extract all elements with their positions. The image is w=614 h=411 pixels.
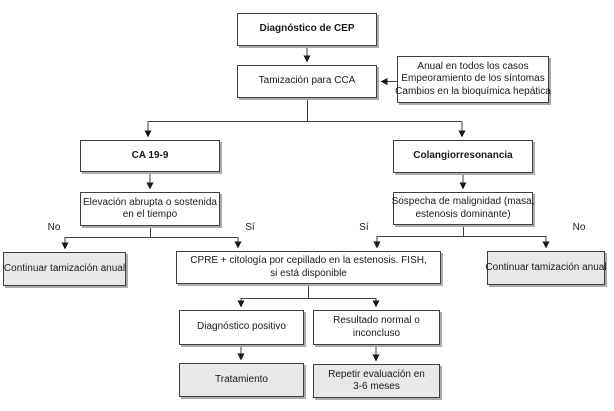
node-label-line: Sospecha de malignidad (masa, <box>391 196 535 207</box>
edge-label-no-left: No <box>47 222 61 233</box>
node-label-line: Repetir evaluación en <box>328 368 425 380</box>
node-anotacion-tamizacion: Anual en todos los casos Empeoramiento d… <box>395 56 551 103</box>
node-label-line: Colangiorresonancia <box>413 150 513 162</box>
node-label-line: Continuar tamización anual <box>485 261 607 273</box>
node-label-line: Anual en todos los casos <box>417 60 529 72</box>
node-continuar-tamizacion-der: Continuar tamización anual <box>485 251 607 285</box>
node-tamizacion-cca: Tamización para CCA <box>237 65 377 98</box>
node-label-line: Diagnóstico positivo <box>197 321 286 333</box>
node-label-line: estenosis dominante) <box>415 208 511 220</box>
edge-label-si-left: Sí <box>245 222 255 233</box>
node-sospecha-malignidad: Sospecha de malignidad (masa, estenosis … <box>391 192 535 225</box>
node-label-line: Empeoramiento de los síntomas <box>401 73 545 85</box>
node-label-line: CPRE + citología por cepillado en la est… <box>190 255 427 266</box>
node-label-line: Tamización para CCA <box>258 75 356 87</box>
node-tratamiento: Tratamiento <box>179 363 304 397</box>
node-label-line: inconcluso <box>352 327 401 339</box>
node-diagnostico-cep: Diagnóstico de CEP <box>237 13 377 46</box>
node-label-line: Cambios en la bioquímica hepática <box>395 85 551 97</box>
node-colangiorresonancia: Colangiorresonancia <box>393 140 533 173</box>
node-continuar-tamizacion-izq: Continuar tamización anual <box>3 252 126 286</box>
node-label-line: Continuar tamización anual <box>3 262 126 274</box>
node-ca-19-9: CA 19-9 <box>80 140 220 172</box>
node-repetir-evaluacion: Repetir evaluación en 3-6 meses <box>313 364 440 398</box>
node-label-line: 3-6 meses <box>353 381 400 392</box>
node-label-line: Elevación abrupta o sostenida <box>83 196 217 208</box>
node-label-line: en el tiempo <box>122 209 178 220</box>
node-label-line: si está disponible <box>270 267 347 279</box>
node-label-line: CA 19-9 <box>131 149 169 161</box>
node-diagnostico-positivo: Diagnóstico positivo <box>179 310 304 345</box>
node-elevacion-abrupta: Elevación abrupta o sostenida en el tiem… <box>80 192 220 226</box>
node-resultado-normal: Resultado normal o inconcluso <box>313 310 440 345</box>
node-label-line: Resultado normal o <box>333 315 420 326</box>
node-label-line: Diagnóstico de CEP <box>259 23 355 35</box>
edge-label-si-right: Sí <box>359 222 369 233</box>
edge-label-no-right: No <box>572 222 586 233</box>
node-cpre-citologia: CPRE + citología por cepillado en la est… <box>176 251 441 284</box>
node-label-line: Tratamiento <box>215 373 268 385</box>
